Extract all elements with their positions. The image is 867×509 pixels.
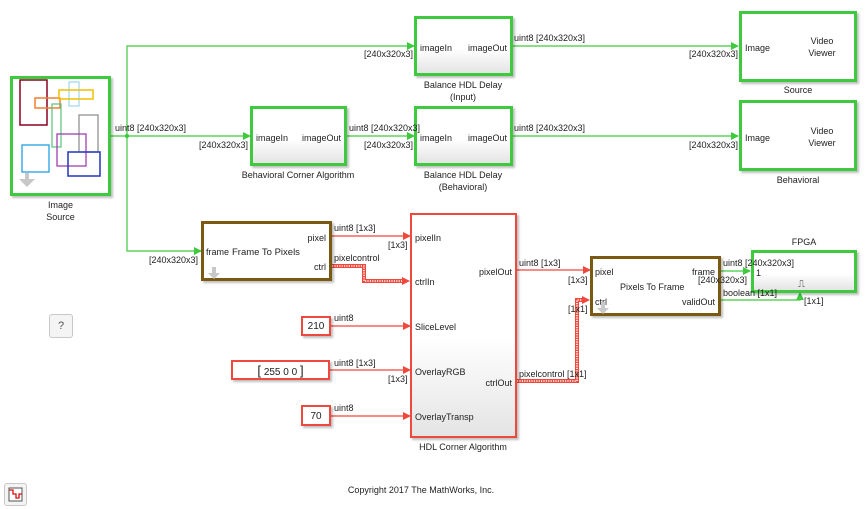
pixels-to-frame-title: Pixels To Frame	[620, 282, 685, 292]
port-imagein: imageIn	[256, 133, 289, 143]
port-overlayrgb: OverlayRGB	[415, 367, 466, 377]
signal-label: pixelcontrol [1x1]	[519, 369, 587, 379]
balance-hdl-delay-behavioral-label: Balance HDL Delay(Behavioral)	[423, 170, 503, 192]
hdl-corner-algorithm-label: HDL Corner Algorithm	[419, 442, 507, 452]
signal-label: uint8	[334, 403, 354, 413]
port-pixel: pixel	[595, 267, 614, 277]
signal-label: uint8 [240x320x3]	[723, 258, 795, 268]
enable-pulse-icon: ⎍	[798, 279, 805, 290]
signal-label: uint8 [1x3]	[519, 258, 561, 268]
port-overlaytransp: OverlayTransp	[415, 412, 474, 422]
down-arrow-icon	[208, 267, 220, 279]
port-ctrlin: ctrlIn	[415, 277, 435, 287]
signal-label: uint8 [240x320x3]	[514, 123, 586, 133]
port-imageout: imageOut	[467, 43, 507, 53]
wire-source-to-f2p	[126, 136, 202, 255]
constant-overlay-rgb[interactable]: [ 255 0 0 ]	[231, 360, 330, 380]
port-pixel: pixel	[307, 233, 326, 243]
port-ctrlout: ctrlOut	[485, 378, 512, 388]
port-1: 1	[756, 268, 762, 278]
behavioral-corner-algorithm-block[interactable]: imageIn imageOut	[250, 106, 347, 166]
model-browser-button[interactable]	[4, 483, 27, 506]
fpga-label: FPGA	[791, 237, 817, 247]
port-imagein: imageIn	[420, 43, 453, 53]
image-source-block[interactable]	[10, 76, 111, 196]
signal-label: pixelcontrol	[334, 253, 380, 263]
pixels-to-frame-block[interactable]: pixel ctrl Pixels To Frame frame validOu…	[590, 256, 721, 316]
help-button[interactable]: ?	[49, 314, 73, 338]
port-ctrl: ctrl	[314, 262, 326, 272]
signal-label: uint8 [240x320x3]	[115, 123, 187, 133]
port-imagein: imageIn	[420, 133, 453, 143]
signal-dim: [240x320x3]	[149, 255, 199, 265]
constant-slice-level[interactable]: 210	[301, 316, 331, 336]
port-image: Image	[745, 133, 771, 143]
wire-valid-to-fpga	[720, 292, 804, 301]
wire-source-trunk	[110, 42, 415, 137]
signal-dim: [240x320x3]	[364, 49, 414, 59]
signal-dim: [1x1]	[804, 296, 824, 306]
balance-hdl-delay-input-label: Balance HDL Delay(Input)	[423, 80, 503, 102]
down-arrow-icon	[597, 302, 609, 314]
signal-label: uint8 [1x3]	[334, 223, 376, 233]
port-frame: frame	[206, 247, 230, 257]
image-source-icon	[19, 79, 101, 187]
signal-dim: [1x3]	[388, 374, 408, 384]
video-viewer-source-label: Source	[783, 85, 813, 95]
signal-label: uint8	[334, 313, 354, 323]
port-slicelevel: SliceLevel	[415, 322, 457, 332]
port-imageout: imageOut	[467, 133, 507, 143]
step-signal-icon	[8, 487, 23, 502]
frame-to-pixels-block[interactable]: frame Frame To Pixels pixel ctrl	[201, 221, 332, 281]
port-frame: frame	[691, 267, 715, 277]
signal-label: boolean [1x1]	[723, 288, 778, 298]
bracket-left: [	[257, 363, 262, 378]
copyright-text: Copyright 2017 The MathWorks, Inc.	[347, 485, 495, 495]
port-pixelout: pixelOut	[478, 267, 512, 277]
signal-label: uint8 [240x320x3]	[349, 123, 421, 133]
signal-dim: [1x1]	[568, 304, 588, 314]
branch-point	[124, 133, 130, 139]
port-pixelin: pixelIn	[415, 233, 442, 243]
signal-dim: [240x320x3]	[199, 140, 249, 150]
balance-hdl-delay-input-block[interactable]: imageIn imageOut	[414, 16, 513, 76]
signal-label: uint8 [1x3]	[334, 358, 376, 368]
bracket-right: ]	[299, 363, 304, 378]
signal-dim: [240x320x3]	[698, 275, 748, 285]
hdl-corner-algorithm-block[interactable]: pixelIn ctrlIn SliceLevel OverlayRGB Ove…	[410, 213, 517, 438]
port-validout: validOut	[681, 297, 715, 307]
video-viewer-behavioral-label: Behavioral	[776, 175, 820, 185]
signal-dim: [240x320x3]	[364, 140, 414, 150]
signal-dim: [1x3]	[568, 275, 588, 285]
signal-dim: [240x320x3]	[689, 49, 739, 59]
balance-hdl-delay-behavioral-block[interactable]: imageIn imageOut	[414, 106, 513, 166]
behavioral-corner-algorithm-label: Behavioral Corner Algorithm	[241, 170, 355, 180]
signal-dim: [240x320x3]	[689, 140, 739, 150]
signal-dim: [1x3]	[388, 240, 408, 250]
signal-label: uint8 [240x320x3]	[514, 33, 586, 43]
constant-overlay-transp[interactable]: 70	[301, 405, 331, 426]
fpga-enabled-subsystem[interactable]: 1 ⎍	[751, 250, 857, 293]
frame-to-pixels-title: Frame To Pixels	[232, 247, 300, 258]
port-imageout: imageOut	[301, 133, 341, 143]
port-image: Image	[745, 43, 771, 53]
